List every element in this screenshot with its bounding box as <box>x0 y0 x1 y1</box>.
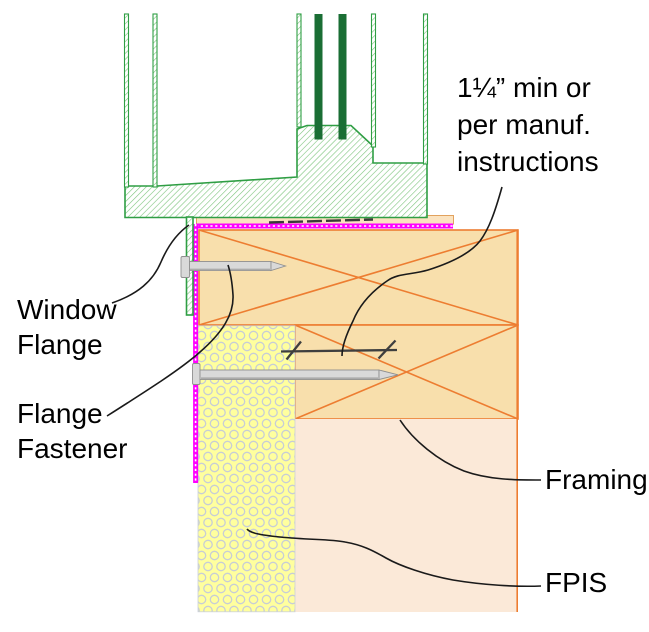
leader-fpis <box>246 528 542 588</box>
label-flange-fastener: Flange Fastener <box>17 398 128 464</box>
label-min-note-line3: instructions <box>457 146 599 177</box>
label-window-flange-line2: Flange <box>17 329 103 360</box>
label-min-note-line2: per manuf. <box>457 109 591 140</box>
framing-body <box>295 230 519 612</box>
fpis-insulation <box>197 325 296 613</box>
leader-framing <box>399 419 542 481</box>
label-flange-fastener-line1: Flange <box>17 398 103 429</box>
label-min-embedment-note: 1¼” min or per manuf. instructions <box>457 72 599 177</box>
glazing-pane-inner <box>338 14 347 140</box>
label-flange-fastener-line2: Fastener <box>17 433 128 464</box>
window-frame-sill-body <box>124 124 428 219</box>
label-window-flange-line1: Window <box>17 294 117 325</box>
label-window-flange: Window Flange <box>17 294 117 360</box>
leader-window-flange <box>111 224 190 304</box>
sealant-bead <box>268 218 374 224</box>
flange-fastener-lower <box>192 363 399 385</box>
glazing-pane-outer <box>314 14 323 140</box>
embedment-dimension <box>280 339 398 361</box>
label-fpis: FPIS <box>545 567 607 598</box>
leader-min-note <box>341 186 503 357</box>
label-framing: Framing <box>545 464 648 495</box>
leader-flange-fastener <box>106 264 234 417</box>
window-frame <box>123 13 429 316</box>
label-min-note-line1: 1¼” min or <box>457 72 591 103</box>
